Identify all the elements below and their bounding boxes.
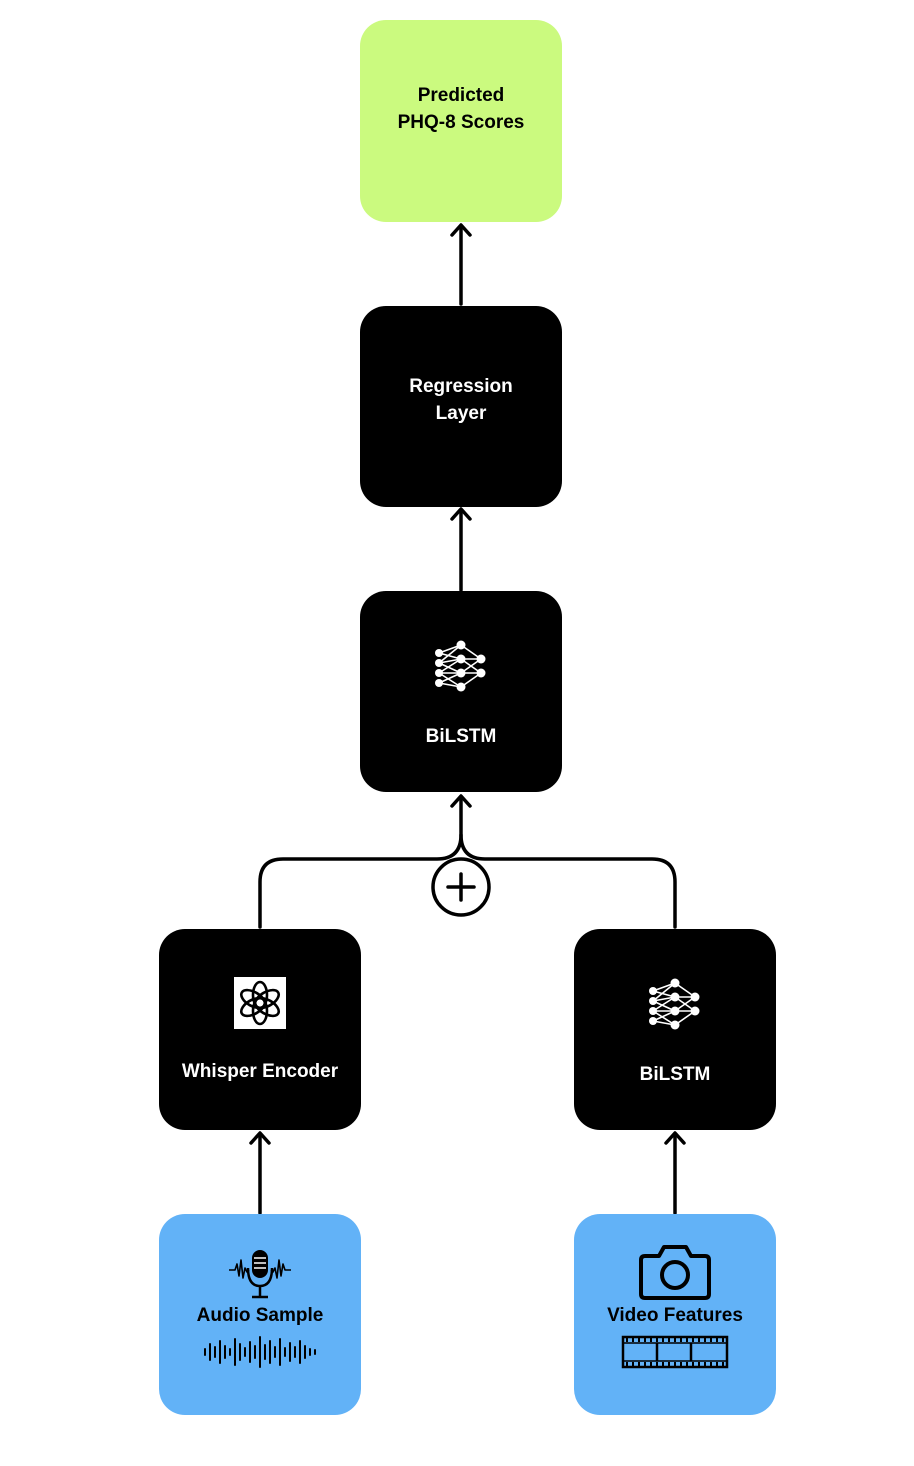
video-features-label: Video Features: [607, 1305, 743, 1326]
audio-sample-label: Audio Sample: [196, 1305, 324, 1326]
branch-left: [258, 795, 463, 929]
camera-icon: [639, 1245, 711, 1300]
plus-circle-icon: [431, 857, 491, 917]
whisper-encoder-label: Whisper Encoder: [181, 1061, 339, 1082]
microphone-icon: [229, 1250, 291, 1299]
regression-layer-node: Regression Layer: [360, 306, 562, 507]
video-features-node: Video Features: [574, 1214, 776, 1415]
film-strip-icon: [621, 1335, 729, 1369]
bilstm-video-node: BiLSTM: [574, 929, 776, 1130]
predicted-scores-node: Predicted PHQ-8 Scores: [360, 20, 562, 222]
bilstm-top-label: BiLSTM: [425, 726, 497, 747]
regression-layer-label: Regression Layer: [409, 375, 513, 424]
branch-right: [459, 833, 677, 929]
whisper-encoder-node: Whisper Encoder: [159, 929, 361, 1130]
bilstm-video-label: BiLSTM: [639, 1064, 711, 1085]
audio-sample-node: Audio Sample: [159, 1214, 361, 1415]
neural-network-icon: [649, 978, 700, 1030]
bilstm-top-node: BiLSTM: [360, 591, 562, 792]
predicted-scores-label: Predicted PHQ-8 Scores: [397, 85, 525, 133]
openai-logo-icon: [234, 977, 286, 1029]
neural-network-icon: [435, 640, 486, 692]
waveform-icon: [204, 1336, 316, 1368]
